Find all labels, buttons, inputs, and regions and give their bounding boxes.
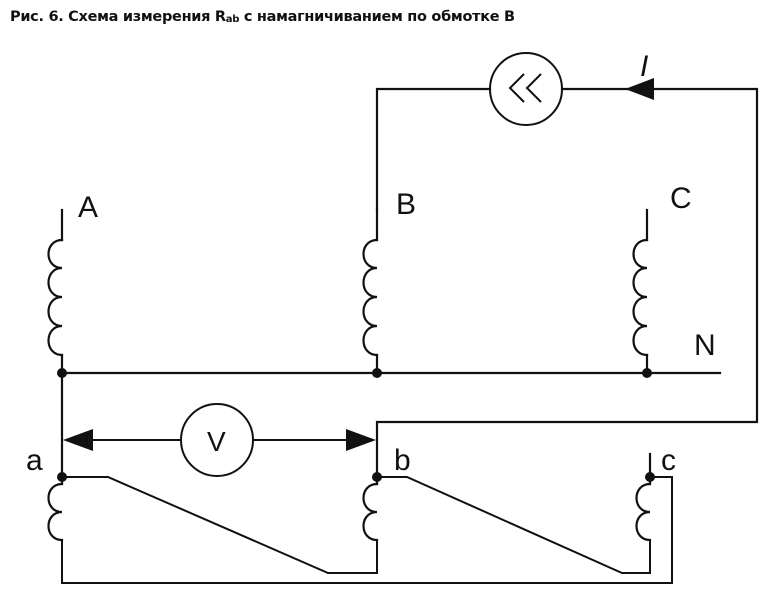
voltmeter-icon [180,403,254,477]
secondary-winding-c [635,452,652,542]
node-dot [372,368,382,378]
voltmeter-label: V [207,426,226,457]
delta-wire-b [377,476,651,574]
primary-winding-b [362,208,379,375]
node-dot [57,472,67,482]
figure-title: Рис. 6. Схема измерения Rab с намагничив… [10,9,515,25]
label-neutral: N [694,329,716,362]
current-direction-arrow-icon [625,78,654,100]
label-secondary-b: b [394,444,411,477]
label-primary-b: B [396,188,416,221]
node-dot [642,368,652,378]
voltmeter-arrow-left-icon [63,429,93,451]
current-label: I [640,50,648,83]
title-suffix: с намагничиванием по обмотке В [239,9,515,25]
voltmeter-arrow-right-icon [346,429,376,451]
delta-wire-c [61,476,673,584]
secondary-winding-a [47,475,64,542]
label-primary-c: C [670,182,692,215]
secondary-winding-b [362,475,379,542]
current-loop-wire [375,87,492,212]
label-secondary-a: a [26,444,43,477]
label-secondary-c: c [661,444,676,477]
title-prefix: Рис. 6. Схема измерения R [10,9,226,25]
current-source-icon [489,52,563,126]
primary-winding-a [47,208,64,375]
delta-wire-a [62,476,378,574]
current-loop-wire-right [375,87,759,479]
label-primary-a: A [78,191,98,224]
title-subscript: ab [225,14,240,25]
node-dot [372,472,382,482]
node-dot [645,472,655,482]
primary-winding-c [632,208,649,375]
